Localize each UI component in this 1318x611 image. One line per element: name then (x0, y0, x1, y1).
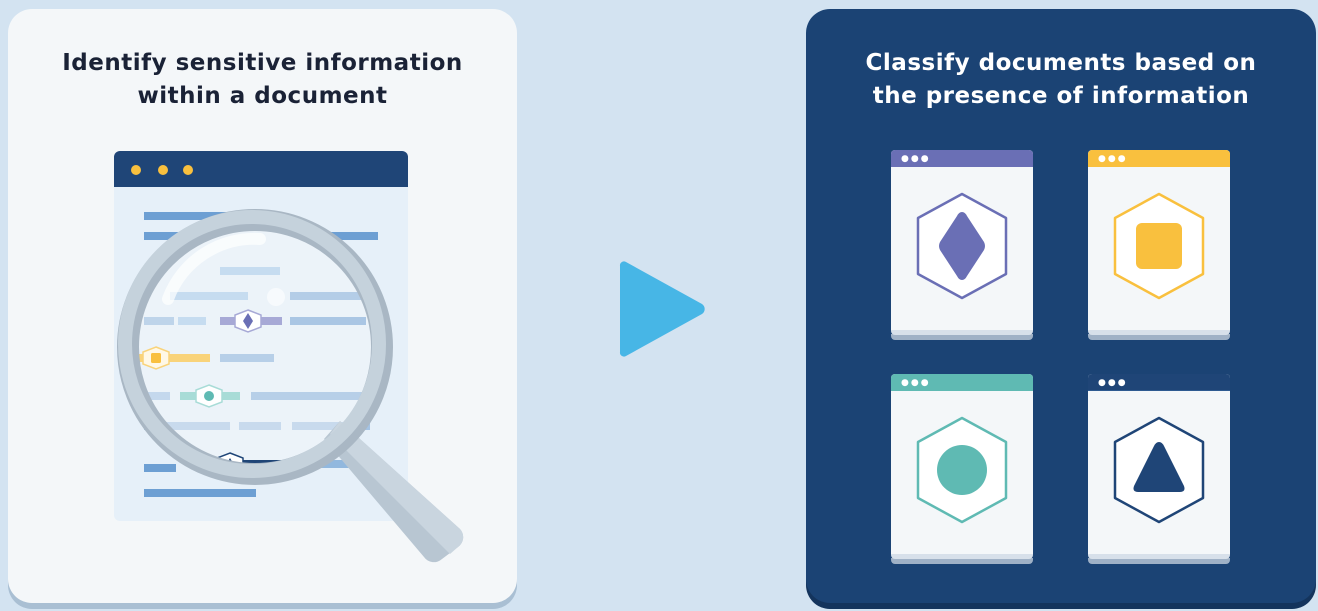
identify-title-line2: within a document (137, 83, 388, 109)
document-magnifier-illustration (114, 151, 464, 563)
document-card-square: ●●● (1088, 150, 1230, 342)
document-card-triangle: ●●● (1088, 374, 1230, 566)
identify-title: Identify sensitive information within a … (8, 47, 517, 113)
window-dot-icon (183, 165, 193, 175)
document-card-diamond: ●●● (891, 150, 1033, 342)
play-arrow-icon (619, 261, 705, 357)
window-dots-icon: ●●● (1098, 378, 1128, 388)
document-card-circle: ●●● (891, 374, 1033, 566)
window-dots-icon: ●●● (901, 378, 931, 388)
square-hexagon-icon (1113, 192, 1205, 300)
classify-panel: Classify documents based on the presence… (806, 9, 1316, 603)
triangle-hexagon-icon (1113, 416, 1205, 524)
window-dots-icon: ●●● (1098, 154, 1128, 164)
magnifier-icon (117, 209, 464, 563)
diamond-hexagon-icon (916, 192, 1008, 300)
classify-title: Classify documents based on the presence… (806, 47, 1316, 113)
classify-title-line2: the presence of information (872, 83, 1250, 109)
window-dot-icon (158, 165, 168, 175)
identify-title-line1: Identify sensitive information (62, 50, 463, 76)
window-dots-icon: ●●● (901, 154, 931, 164)
identify-panel: Identify sensitive information within a … (8, 9, 517, 603)
window-dot-icon (131, 165, 141, 175)
classify-title-line1: Classify documents based on (865, 50, 1257, 76)
circle-hexagon-icon (916, 416, 1008, 524)
